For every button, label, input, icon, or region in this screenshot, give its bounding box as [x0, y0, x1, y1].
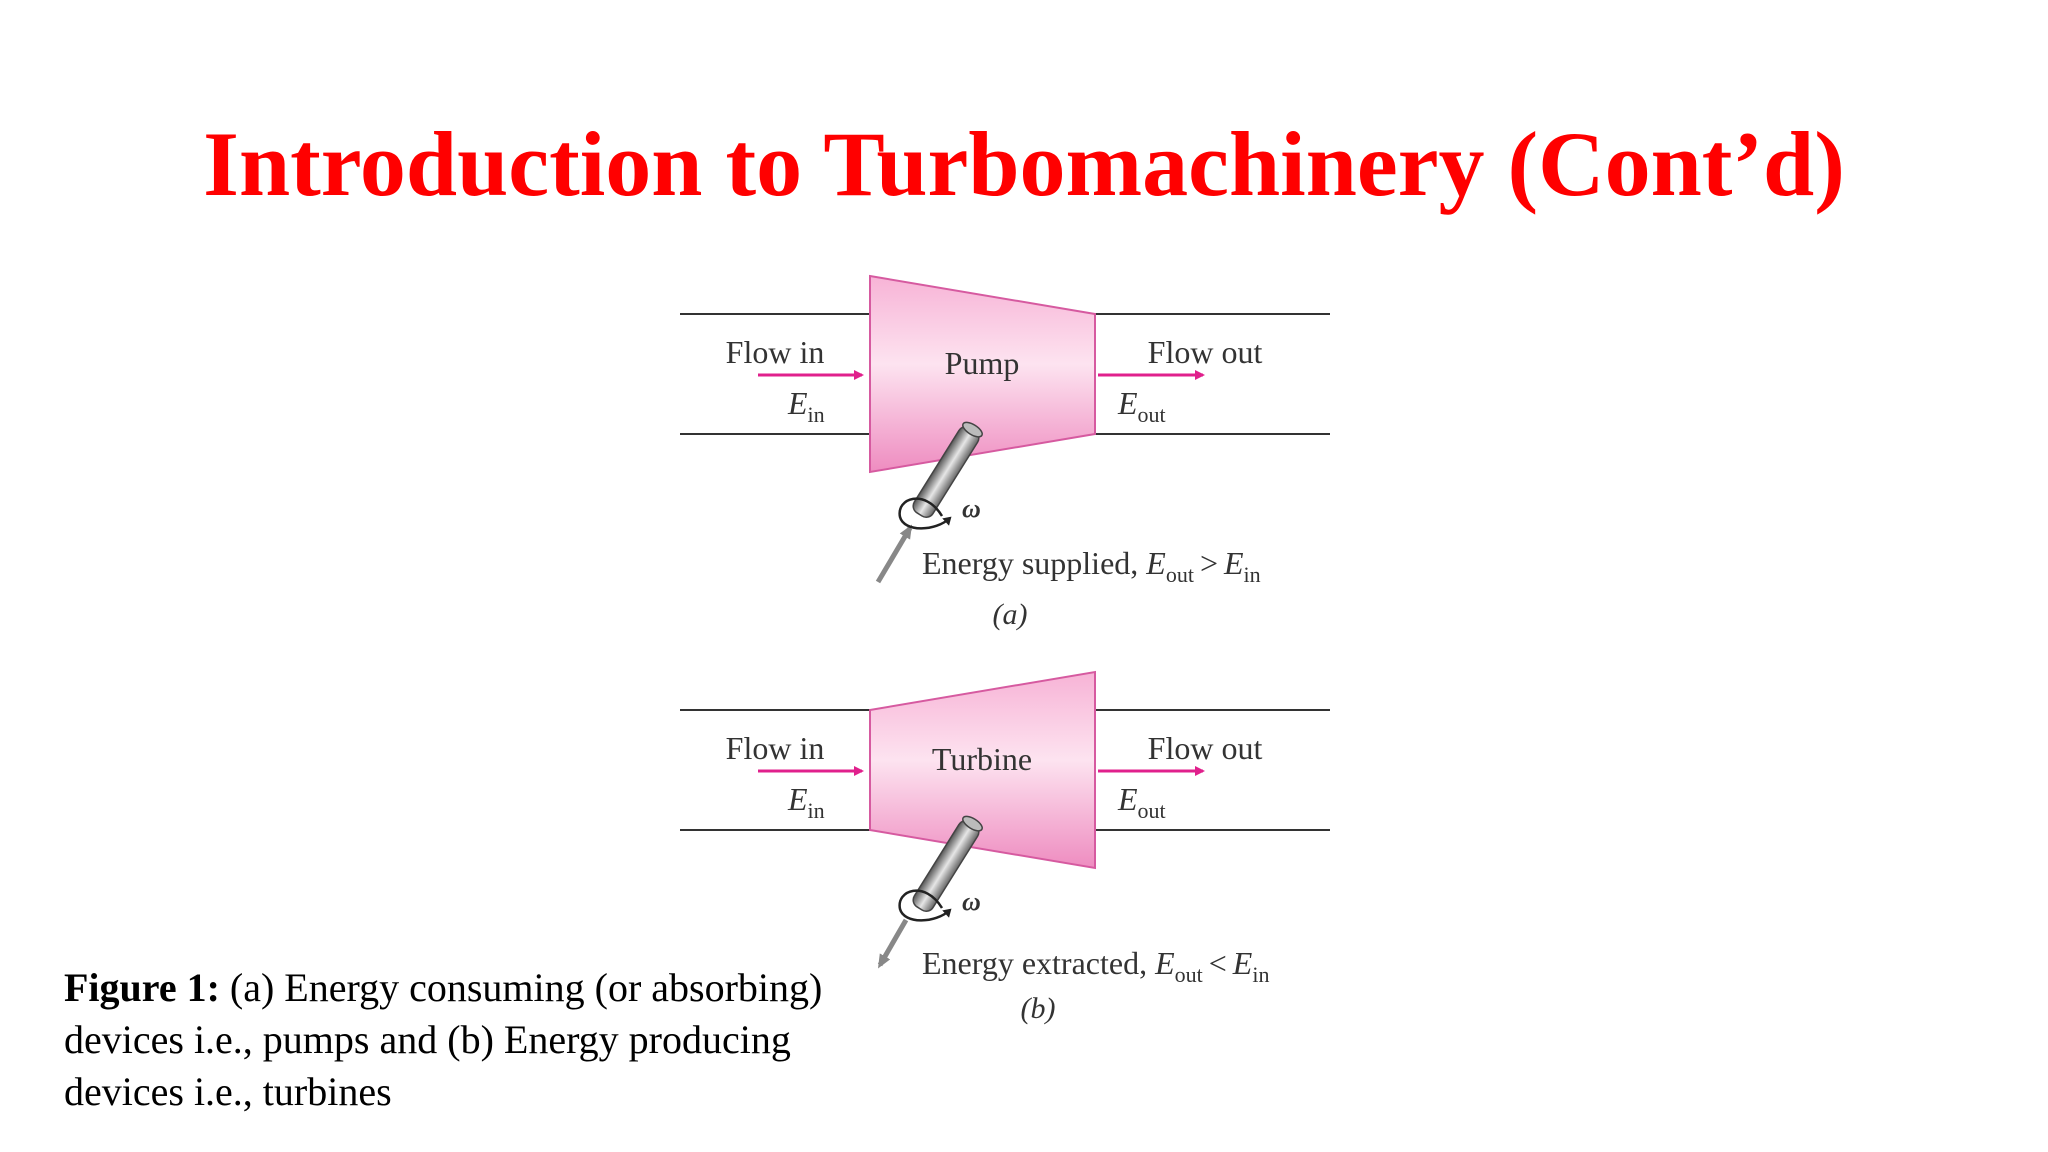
turbine-diagram: Turbine Flow in Ein Flow out Eout ω Ener…	[680, 670, 1330, 1025]
e-out-label: Eout	[1117, 385, 1166, 427]
turbine-body	[869, 670, 1096, 870]
shaft-output-arrow	[877, 918, 909, 969]
pump-shaft	[912, 421, 983, 518]
pump-body	[869, 274, 1096, 474]
figure-caption: Figure 1: (a) Energy consuming (or absor…	[64, 962, 904, 1118]
flow-in-label: Flow in	[726, 334, 825, 370]
e-in-label: Ein	[787, 385, 825, 427]
e-in-label: Ein	[787, 781, 825, 823]
rotation-arrow	[898, 889, 952, 922]
energy-supplied-label: Energy supplied, Eout>Ein	[922, 545, 1261, 587]
caption-text: (a) Energy consuming (or absorbing) devi…	[64, 965, 823, 1114]
omega-label: ω	[962, 494, 981, 523]
pump-label: Pump	[945, 345, 1020, 381]
omega-label: ω	[962, 887, 981, 916]
flow-out-label: Flow out	[1148, 730, 1263, 766]
turbine-shaft	[912, 815, 983, 912]
caption-label: Figure 1:	[64, 965, 220, 1010]
energy-extracted-label: Energy extracted, Eout<Ein	[922, 945, 1269, 987]
shaft-input-arrow	[875, 524, 913, 584]
rotation-arrow	[898, 497, 952, 530]
slide-title: Introduction to Turbomachinery (Cont’d)	[203, 113, 1845, 215]
pump-diagram: Pump Flow in Ein Flow out Eout ω Energy …	[680, 274, 1330, 631]
flow-in-label: Flow in	[726, 730, 825, 766]
panel-a-label: (a)	[993, 598, 1028, 631]
turbine-label: Turbine	[932, 741, 1032, 777]
flow-out-label: Flow out	[1148, 334, 1263, 370]
panel-b-label: (b)	[1021, 992, 1056, 1025]
e-out-label: Eout	[1117, 781, 1166, 823]
